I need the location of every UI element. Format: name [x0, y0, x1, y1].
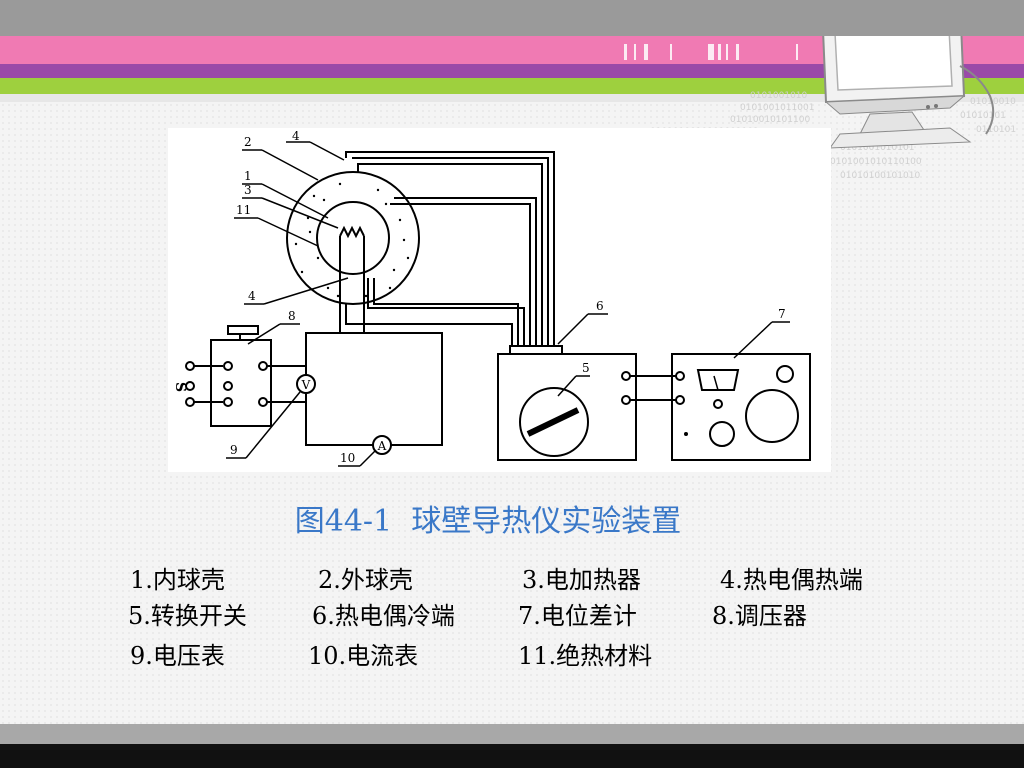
header-purple-band	[0, 64, 1024, 78]
legend-item: 7.电位差计	[518, 602, 637, 630]
voltmeter-label: V	[301, 378, 311, 392]
label-3: 3	[244, 183, 252, 197]
regulator-box	[210, 339, 272, 427]
regulator-handle	[227, 325, 259, 335]
svg-text:01010010: 01010010	[970, 97, 1016, 107]
ammeter-symbol	[372, 435, 392, 455]
switch-knob-slot	[526, 407, 580, 437]
label-1: 1	[244, 169, 252, 183]
svg-text:0101001010110100: 0101001010110100	[830, 157, 922, 167]
label-2: 2	[244, 135, 252, 149]
potentiometer-box	[671, 353, 811, 461]
label-6: 6	[596, 299, 604, 313]
switch-knob	[519, 387, 589, 457]
header-green-band	[0, 78, 1024, 94]
power-circuit-box	[305, 332, 443, 446]
potentiometer-dial	[696, 369, 740, 391]
outer-sphere	[286, 171, 420, 305]
label-s: S	[172, 382, 188, 392]
figure-caption: 图44-1 球壁导热仪实验装置	[294, 504, 682, 539]
legend-item: 4.热电偶热端	[720, 566, 863, 594]
apparatus-diagram: V A 2 4 1 3 11 4 8 9 10	[168, 128, 831, 472]
ammeter-label: A	[377, 439, 387, 453]
svg-text:0101001010101: 0101001010101	[840, 143, 914, 153]
label-5: 5	[582, 361, 590, 375]
legend-item: 11.绝热材料	[518, 642, 653, 670]
header-gray-band	[0, 0, 1024, 36]
svg-text:01010101: 01010101	[960, 111, 1006, 121]
svg-text:01010010101100: 01010010101100	[730, 115, 810, 125]
legend-item: 1.内球壳	[130, 566, 225, 594]
legend-item: 6.热电偶冷端	[312, 602, 455, 630]
transfer-switch-box	[497, 353, 637, 461]
legend-item: 5.转换开关	[128, 602, 247, 630]
svg-text:0101001011001: 0101001011001	[740, 103, 814, 113]
inner-sphere	[316, 201, 390, 275]
svg-text:01010100101010: 01010100101010	[840, 171, 920, 181]
legend-item: 2.外球壳	[318, 566, 413, 594]
cold-junction	[509, 345, 563, 355]
label-4-bottom: 4	[248, 289, 256, 303]
label-9: 9	[230, 443, 238, 457]
svg-text:0101001010: 0101001010	[750, 91, 808, 101]
svg-text:0110101: 0110101	[976, 125, 1016, 135]
voltmeter-symbol	[296, 374, 316, 394]
header-light-strip	[0, 94, 1024, 102]
legend-item: 3.电加热器	[522, 566, 641, 594]
header-decoration: 0101001010 0101001011001 01010010101100 …	[624, 36, 1016, 181]
apparatus-drawing: V A 2 4 1 3 11 4 8 9 10	[172, 129, 811, 467]
monitor-icon	[822, 36, 995, 149]
heater-coil	[339, 225, 365, 239]
legend-item: 8.调压器	[712, 602, 807, 630]
label-11: 11	[236, 203, 251, 217]
legend-item: 10.电流表	[308, 642, 419, 670]
label-7: 7	[778, 307, 786, 321]
legend-item: 9.电压表	[130, 642, 225, 670]
insulation-dots	[294, 182, 410, 298]
label-8: 8	[288, 309, 296, 323]
footer-gray-band	[0, 724, 1024, 744]
footer-black-band	[0, 744, 1024, 768]
label-4-top: 4	[292, 129, 300, 143]
label-10: 10	[340, 451, 355, 465]
